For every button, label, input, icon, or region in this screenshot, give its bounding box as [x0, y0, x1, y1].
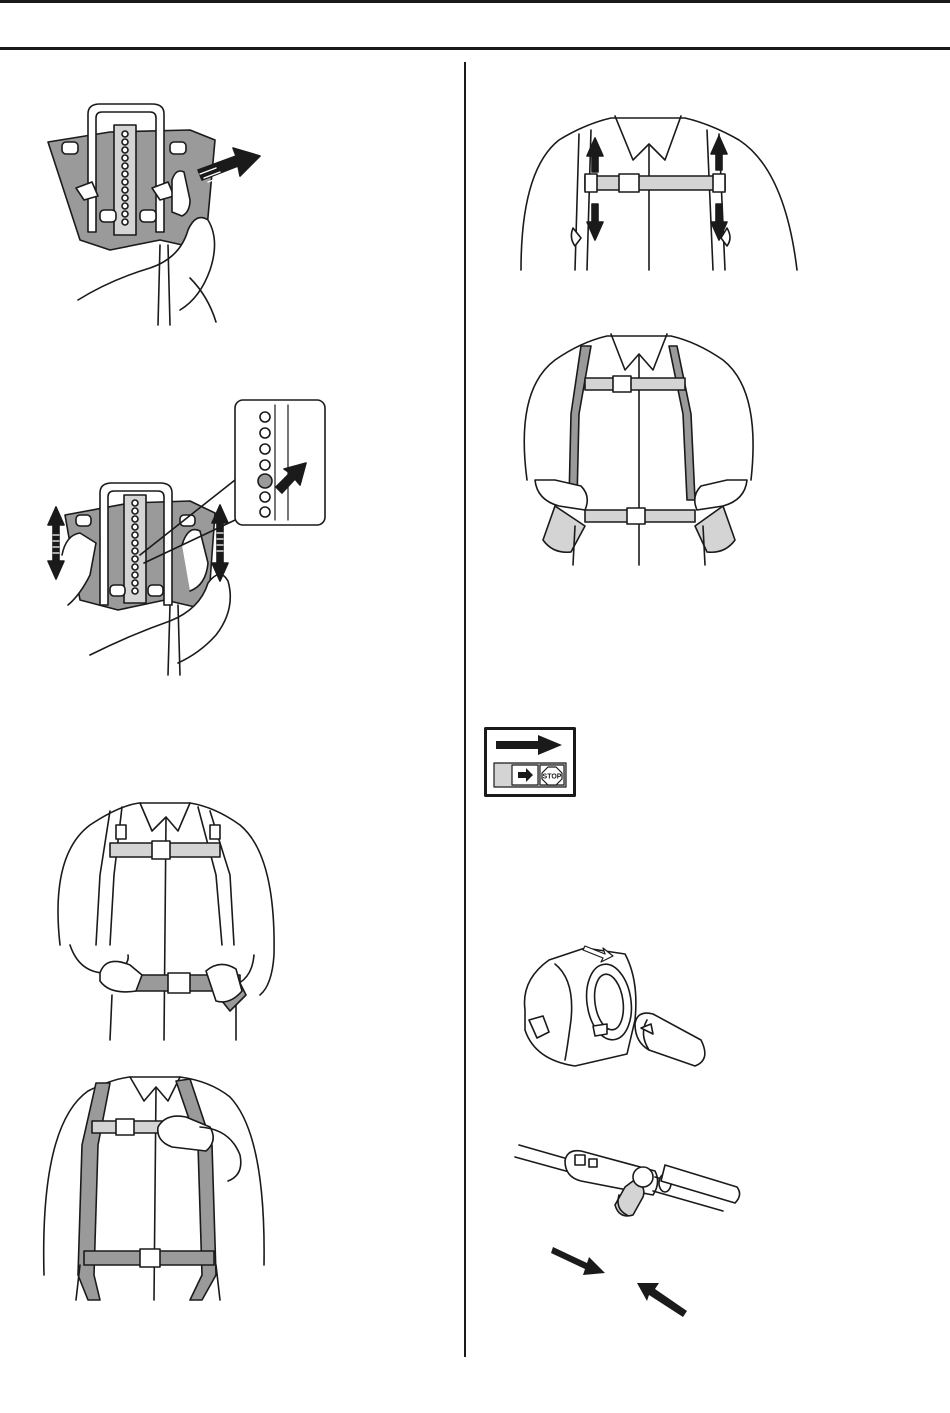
stop-sign-icon: STOP [542, 767, 562, 785]
up-down-arrow-icon [212, 505, 228, 581]
column-divider [464, 62, 466, 1357]
lock-push-arrow-icon [551, 1247, 605, 1275]
figure-harness-plate-pull-out [40, 100, 280, 325]
figure-harness-plate-height-adjust [40, 395, 330, 675]
insert-push-arrow-icon [637, 1283, 687, 1317]
hole-zoom-detail [235, 400, 325, 525]
figure-shoulder-strap-adjust [515, 110, 805, 275]
stop-label: STOP [543, 774, 562, 781]
header-rule [0, 47, 950, 50]
figure-coupling-insert [515, 920, 725, 1090]
top-rule [0, 0, 950, 3]
figure-chest-strap-tighten [40, 1075, 280, 1300]
figure-shoulder-strap-tighten [515, 330, 765, 570]
figure-coupling-lock [515, 1135, 745, 1320]
up-down-arrow-icon [48, 507, 64, 579]
figure-stop-switch-label: STOP [484, 727, 576, 797]
figure-hip-belt-fasten [40, 795, 290, 1045]
up-arrow-icon [711, 136, 727, 170]
